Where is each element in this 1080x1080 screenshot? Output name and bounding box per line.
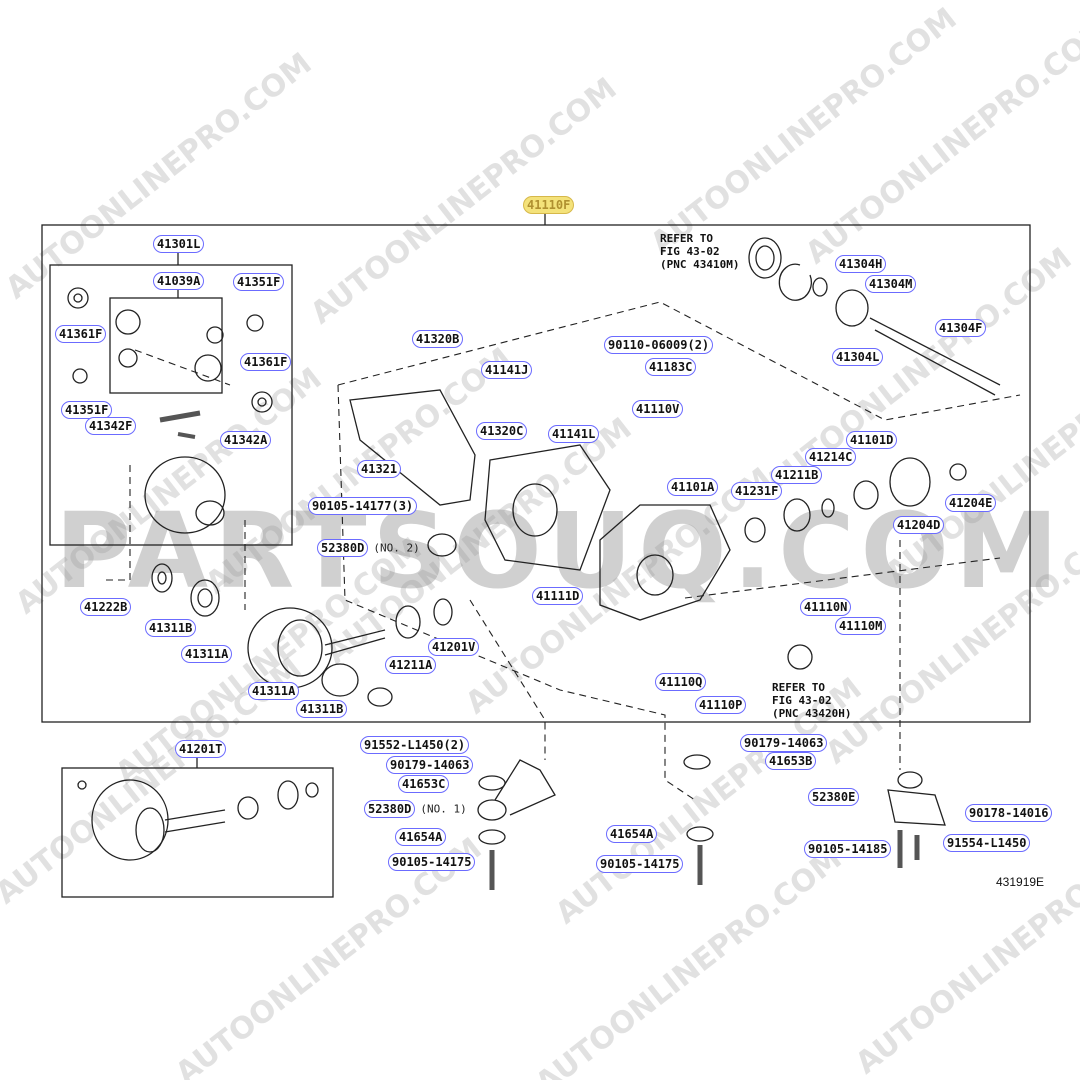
part-callout-91552-l1450-2-[interactable]: 91552-L1450(2): [360, 736, 470, 754]
part-callout-41204e[interactable]: 41204E: [945, 494, 997, 512]
part-callout-52380d[interactable]: 52380D: [317, 539, 369, 557]
part-callout-41311b[interactable]: 41311B: [145, 619, 197, 637]
part-callout-41110v[interactable]: 41110V: [632, 400, 684, 418]
part-callout-41101a[interactable]: 41101A: [667, 478, 719, 496]
part-callout-41361f[interactable]: 41361F: [240, 353, 292, 371]
part-callout-41311b[interactable]: 41311B: [296, 700, 348, 718]
part-callout-41304h[interactable]: 41304H: [835, 255, 887, 273]
part-callout-41214c[interactable]: 41214C: [805, 448, 857, 466]
main-assembly-frame: [41, 224, 1031, 723]
part-callout-90105-14177-3-[interactable]: 90105-14177(3): [308, 497, 418, 515]
part-callout-41654a[interactable]: 41654A: [395, 828, 447, 846]
part-callout-41201v[interactable]: 41201V: [428, 638, 480, 656]
callout-suffix: (NO. 1): [420, 802, 467, 816]
pinion-gear-inner-frame: [109, 297, 223, 394]
part-callout-41111d[interactable]: 41111D: [532, 587, 584, 605]
part-callout-90179-14063[interactable]: 90179-14063: [740, 734, 828, 752]
part-callout-41222b[interactable]: 41222B: [80, 598, 132, 616]
refer-note-43410m: REFER TO FIG 43-02 (PNC 43410M): [660, 232, 740, 271]
part-callout-41320b[interactable]: 41320B: [412, 330, 464, 348]
part-callout-41653b[interactable]: 41653B: [765, 752, 817, 770]
part-callout-41653c[interactable]: 41653C: [398, 775, 450, 793]
part-callout-41361f[interactable]: 41361F: [55, 325, 107, 343]
part-callout-41141j[interactable]: 41141J: [481, 361, 533, 379]
refer-note-43420h: REFER TO FIG 43-02 (PNC 43420H): [772, 681, 852, 720]
part-callout-41342a[interactable]: 41342A: [220, 431, 272, 449]
part-callout-41110f[interactable]: 41110F: [523, 196, 575, 214]
part-callout-41301l[interactable]: 41301L: [153, 235, 205, 253]
part-callout-41342f[interactable]: 41342F: [85, 417, 137, 435]
part-callout-90105-14175[interactable]: 90105-14175: [388, 853, 476, 871]
part-callout-41110n[interactable]: 41110N: [800, 598, 852, 616]
part-callout-41201t[interactable]: 41201T: [175, 740, 227, 758]
part-callout-52380e[interactable]: 52380E: [808, 788, 860, 806]
part-callout-41141l[interactable]: 41141L: [548, 425, 600, 443]
part-callout-41351f[interactable]: 41351F: [61, 401, 113, 419]
part-callout-41654a[interactable]: 41654A: [606, 825, 658, 843]
part-callout-91554-l1450[interactable]: 91554-L1450: [943, 834, 1031, 852]
part-callout-41304m[interactable]: 41304M: [865, 275, 917, 293]
callout-suffix: (NO. 2): [373, 541, 420, 555]
part-callout-41304l[interactable]: 41304L: [832, 348, 884, 366]
part-callout-41351f[interactable]: 41351F: [233, 273, 285, 291]
part-callout-41304f[interactable]: 41304F: [935, 319, 987, 337]
part-callout-41311a[interactable]: 41311A: [181, 645, 233, 663]
part-callout-41311a[interactable]: 41311A: [248, 682, 300, 700]
part-callout-41183c[interactable]: 41183C: [645, 358, 697, 376]
ring-gear-kit-frame: [61, 767, 334, 898]
part-callout-41204d[interactable]: 41204D: [893, 516, 945, 534]
part-callout-52380d[interactable]: 52380D: [364, 800, 416, 818]
part-callout-41320c[interactable]: 41320C: [476, 422, 528, 440]
part-callout-41039a[interactable]: 41039A: [153, 272, 205, 290]
part-callout-90178-14016[interactable]: 90178-14016: [965, 804, 1053, 822]
part-callout-90105-14185[interactable]: 90105-14185: [804, 840, 892, 858]
part-callout-90110-06009-2-[interactable]: 90110-06009(2): [604, 336, 714, 354]
part-callout-41110p[interactable]: 41110P: [695, 696, 747, 714]
part-callout-41110m[interactable]: 41110M: [835, 617, 887, 635]
part-callout-41101d[interactable]: 41101D: [846, 431, 898, 449]
part-callout-41211b[interactable]: 41211B: [771, 466, 823, 484]
part-callout-90105-14175[interactable]: 90105-14175: [596, 855, 684, 873]
part-callout-90179-14063[interactable]: 90179-14063: [386, 756, 474, 774]
part-callout-41211a[interactable]: 41211A: [385, 656, 437, 674]
differential-case-frame: [49, 264, 293, 546]
diagram-id: 431919E: [996, 875, 1045, 889]
part-callout-41110q[interactable]: 41110Q: [655, 673, 707, 691]
part-callout-41231f[interactable]: 41231F: [731, 482, 783, 500]
part-callout-41321[interactable]: 41321: [357, 460, 402, 478]
